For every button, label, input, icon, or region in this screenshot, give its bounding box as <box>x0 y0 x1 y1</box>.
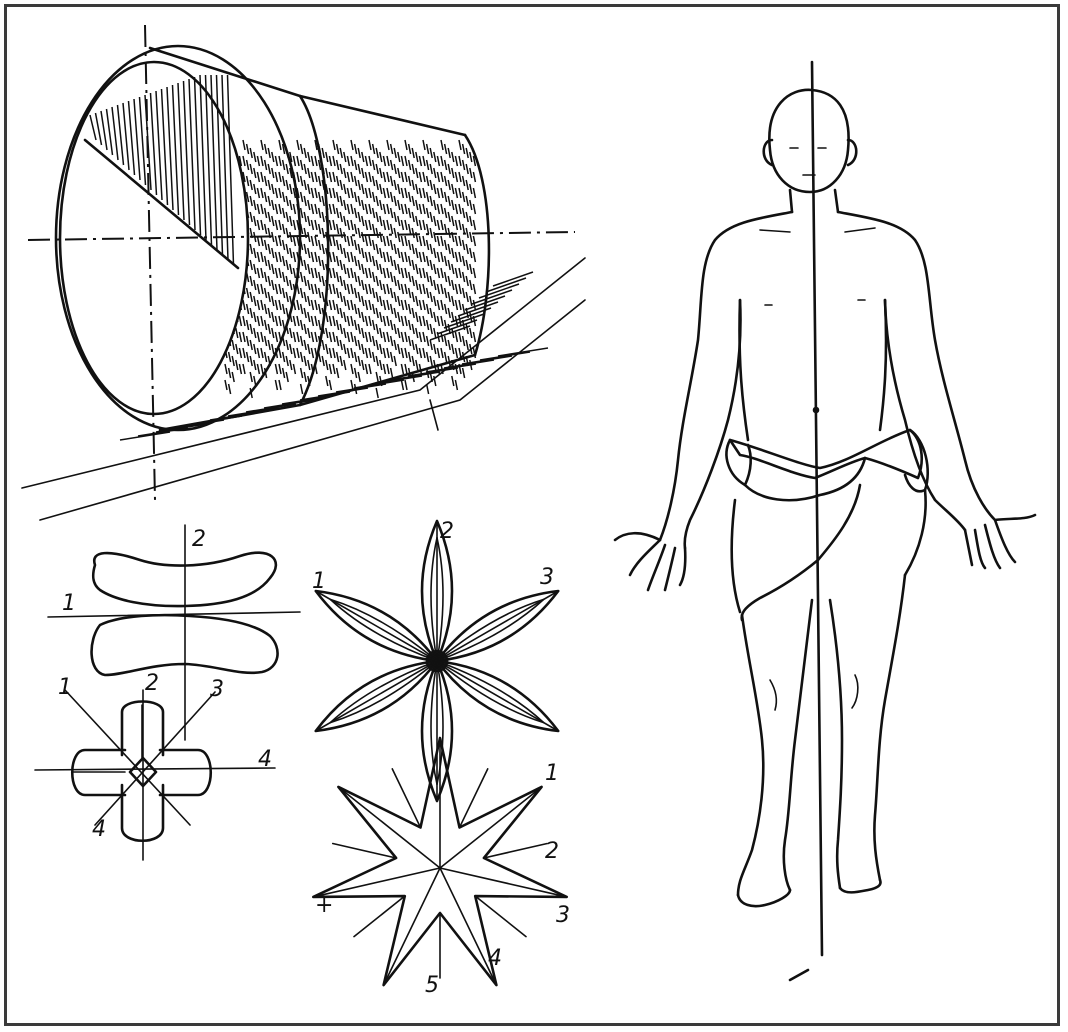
shape-clover-cross: 1 2 3 4 4 <box>35 671 275 860</box>
left-arm-outline <box>660 212 792 540</box>
left-waist <box>739 300 748 440</box>
right-waist <box>880 300 886 430</box>
ground-line-3 <box>430 400 438 430</box>
groin-wrap <box>742 458 865 620</box>
shape-bent-bars: 2 1 <box>48 525 300 740</box>
right-leg-inner <box>830 600 842 888</box>
label-3: 3 <box>540 565 554 590</box>
cylinder-back-end <box>465 135 489 355</box>
shape-seven-point-star: 1 2 3 4 5 + <box>313 738 570 998</box>
right-foot <box>840 880 881 892</box>
head-outline <box>769 90 848 192</box>
left-hand <box>615 533 685 590</box>
label-1: 1 <box>545 761 559 786</box>
neck-right <box>835 190 838 212</box>
label-3: 3 <box>210 677 224 702</box>
star7-extension-1 <box>460 769 488 828</box>
star6-vein-b-1 <box>431 538 437 661</box>
left-leg-outer <box>738 615 763 895</box>
human-figure <box>615 62 1035 980</box>
label-2: 2 <box>192 527 206 552</box>
right-arm-outline <box>838 212 995 520</box>
diagonal-3 <box>95 692 215 825</box>
bandage-left-loop <box>726 440 750 485</box>
star7-spoke-6 <box>313 868 440 897</box>
left-leg-inner <box>784 600 812 890</box>
star6-vein-a-1 <box>437 538 443 661</box>
human-midline <box>812 62 822 955</box>
right-leg-outer <box>874 575 905 880</box>
waist-bandage <box>730 430 922 478</box>
label-1: 1 <box>62 591 76 616</box>
diagonal-1 <box>65 690 190 825</box>
label-4-lower: 4 <box>92 817 106 842</box>
body-hatch-strokes <box>225 140 475 398</box>
cylinder-body-hatching <box>225 140 475 398</box>
star7-spoke-5 <box>384 868 440 985</box>
human-midline-end-mark <box>790 970 808 980</box>
clover-right-lobe <box>160 750 211 795</box>
label-5: 5 <box>425 973 439 998</box>
right-hand <box>965 515 1035 568</box>
left-arm-inner <box>685 300 741 548</box>
label-2: 2 <box>145 671 159 696</box>
star7-spoke-3 <box>440 868 567 897</box>
label-3: 3 <box>556 903 570 928</box>
label-4: 4 <box>258 747 272 772</box>
left-foot <box>738 890 790 906</box>
neck-left <box>790 190 792 212</box>
star7-spoke-4 <box>440 868 496 985</box>
label-1: 1 <box>58 675 72 700</box>
hip-wrap-outline <box>732 490 926 612</box>
cylinder-figure <box>22 25 585 520</box>
right-clavicle <box>845 228 875 232</box>
right-knee-mark <box>852 675 858 708</box>
left-knee-mark <box>770 680 776 710</box>
star7-extension-7 <box>392 769 420 828</box>
left-clavicle <box>760 230 790 232</box>
